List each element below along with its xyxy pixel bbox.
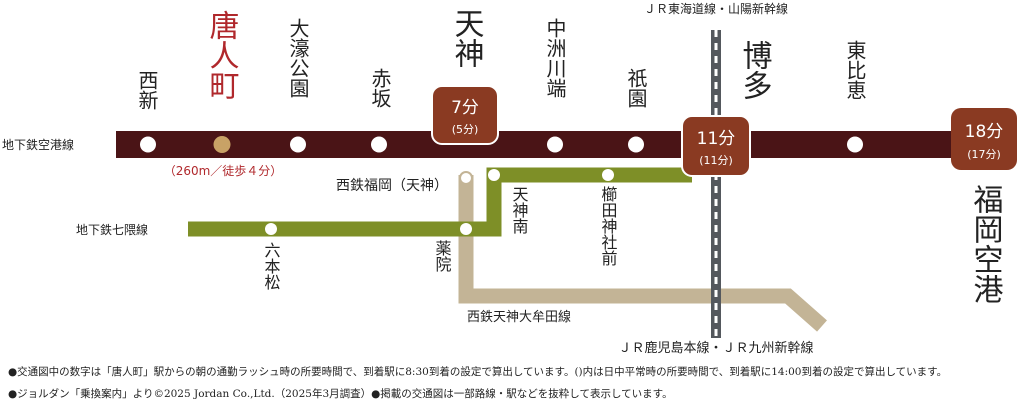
time-hakata-main: 11分: [697, 129, 736, 149]
note-1: ●交通図中の数字は「唐人町」駅からの朝の通勤ラッシュ時の所要時間で、到着駅に8:…: [8, 366, 948, 378]
note-2: ●ジョルダン「乗換案内」より©2025 Jordan Co.,Ltd.（2025…: [8, 388, 673, 400]
label-nishitetsu-omuta-line: 西鉄天神大牟田線: [467, 309, 571, 325]
label-nishijin: 西新: [135, 70, 159, 110]
label-ropponmatsu: 六本松: [262, 242, 281, 290]
station-dot-higashihie: [847, 136, 863, 153]
label-higashihie: 東比恵: [843, 40, 867, 100]
label-yakuin: 薬院: [433, 240, 452, 273]
label-kushida-jinja-mae: 櫛田神社前: [599, 186, 618, 267]
label-jr-kagoshima-kyushu: ＪＲ鹿児島本線・ＪＲ九州新幹線: [618, 340, 813, 356]
station-dot-ohorikoen: [290, 136, 306, 153]
time-box-tenjin: 7分 (5分): [431, 85, 499, 145]
station-dot-akasaka: [371, 136, 387, 153]
station-dot-nishijin: [140, 136, 156, 153]
station-dot-gion: [628, 136, 644, 153]
time-box-hakata: 11分 (11分): [681, 115, 751, 177]
label-nakasukawabata: 中洲川端: [543, 18, 567, 98]
station-dot-tojinmachi: [213, 136, 231, 153]
station-dot-kushida-jinja-mae: [602, 169, 614, 181]
time-airport-main: 18分: [965, 122, 1004, 142]
label-hakata: 博多: [737, 40, 772, 100]
label-tenjin: 天神: [449, 8, 485, 68]
time-airport-sub: (17分): [967, 148, 1001, 161]
station-dot-nishitetsu-fukuoka: [459, 171, 473, 185]
label-jr-tokaido-sanyo: ＪＲ東海道線・山陽新幹線: [644, 1, 788, 16]
nanakuma-line: [188, 167, 692, 237]
jr-line: [711, 30, 721, 338]
label-subway-airport-line: 地下鉄空港線: [2, 137, 74, 152]
station-dot-nakasukawabata: [547, 136, 563, 153]
label-gion: 祇園: [624, 68, 648, 108]
walk-note: （260m／徒歩４分）: [164, 163, 283, 178]
label-ohorikoen: 大濠公園: [286, 18, 310, 98]
label-nishitetsu-fukuoka: 西鉄福岡（天神）: [336, 178, 448, 194]
label-tenjin-minami: 天神南: [510, 186, 529, 234]
time-box-airport: 18分 (17分): [951, 108, 1017, 170]
time-tenjin-sub: (5分): [452, 123, 479, 136]
time-tenjin-main: 7分: [451, 98, 479, 118]
label-akasaka: 赤坂: [368, 68, 392, 108]
station-dot-ropponmatsu: [265, 223, 277, 235]
label-subway-nanakuma-line: 地下鉄七隈線: [76, 222, 148, 237]
station-dot-yakuin: [460, 223, 472, 235]
station-dot-tenjin-minami: [488, 169, 500, 181]
label-fukuoka-airport: 福岡空港: [968, 184, 1004, 304]
time-hakata-sub: (11分): [699, 154, 733, 167]
label-tojinmachi: 唐人町: [204, 10, 240, 100]
